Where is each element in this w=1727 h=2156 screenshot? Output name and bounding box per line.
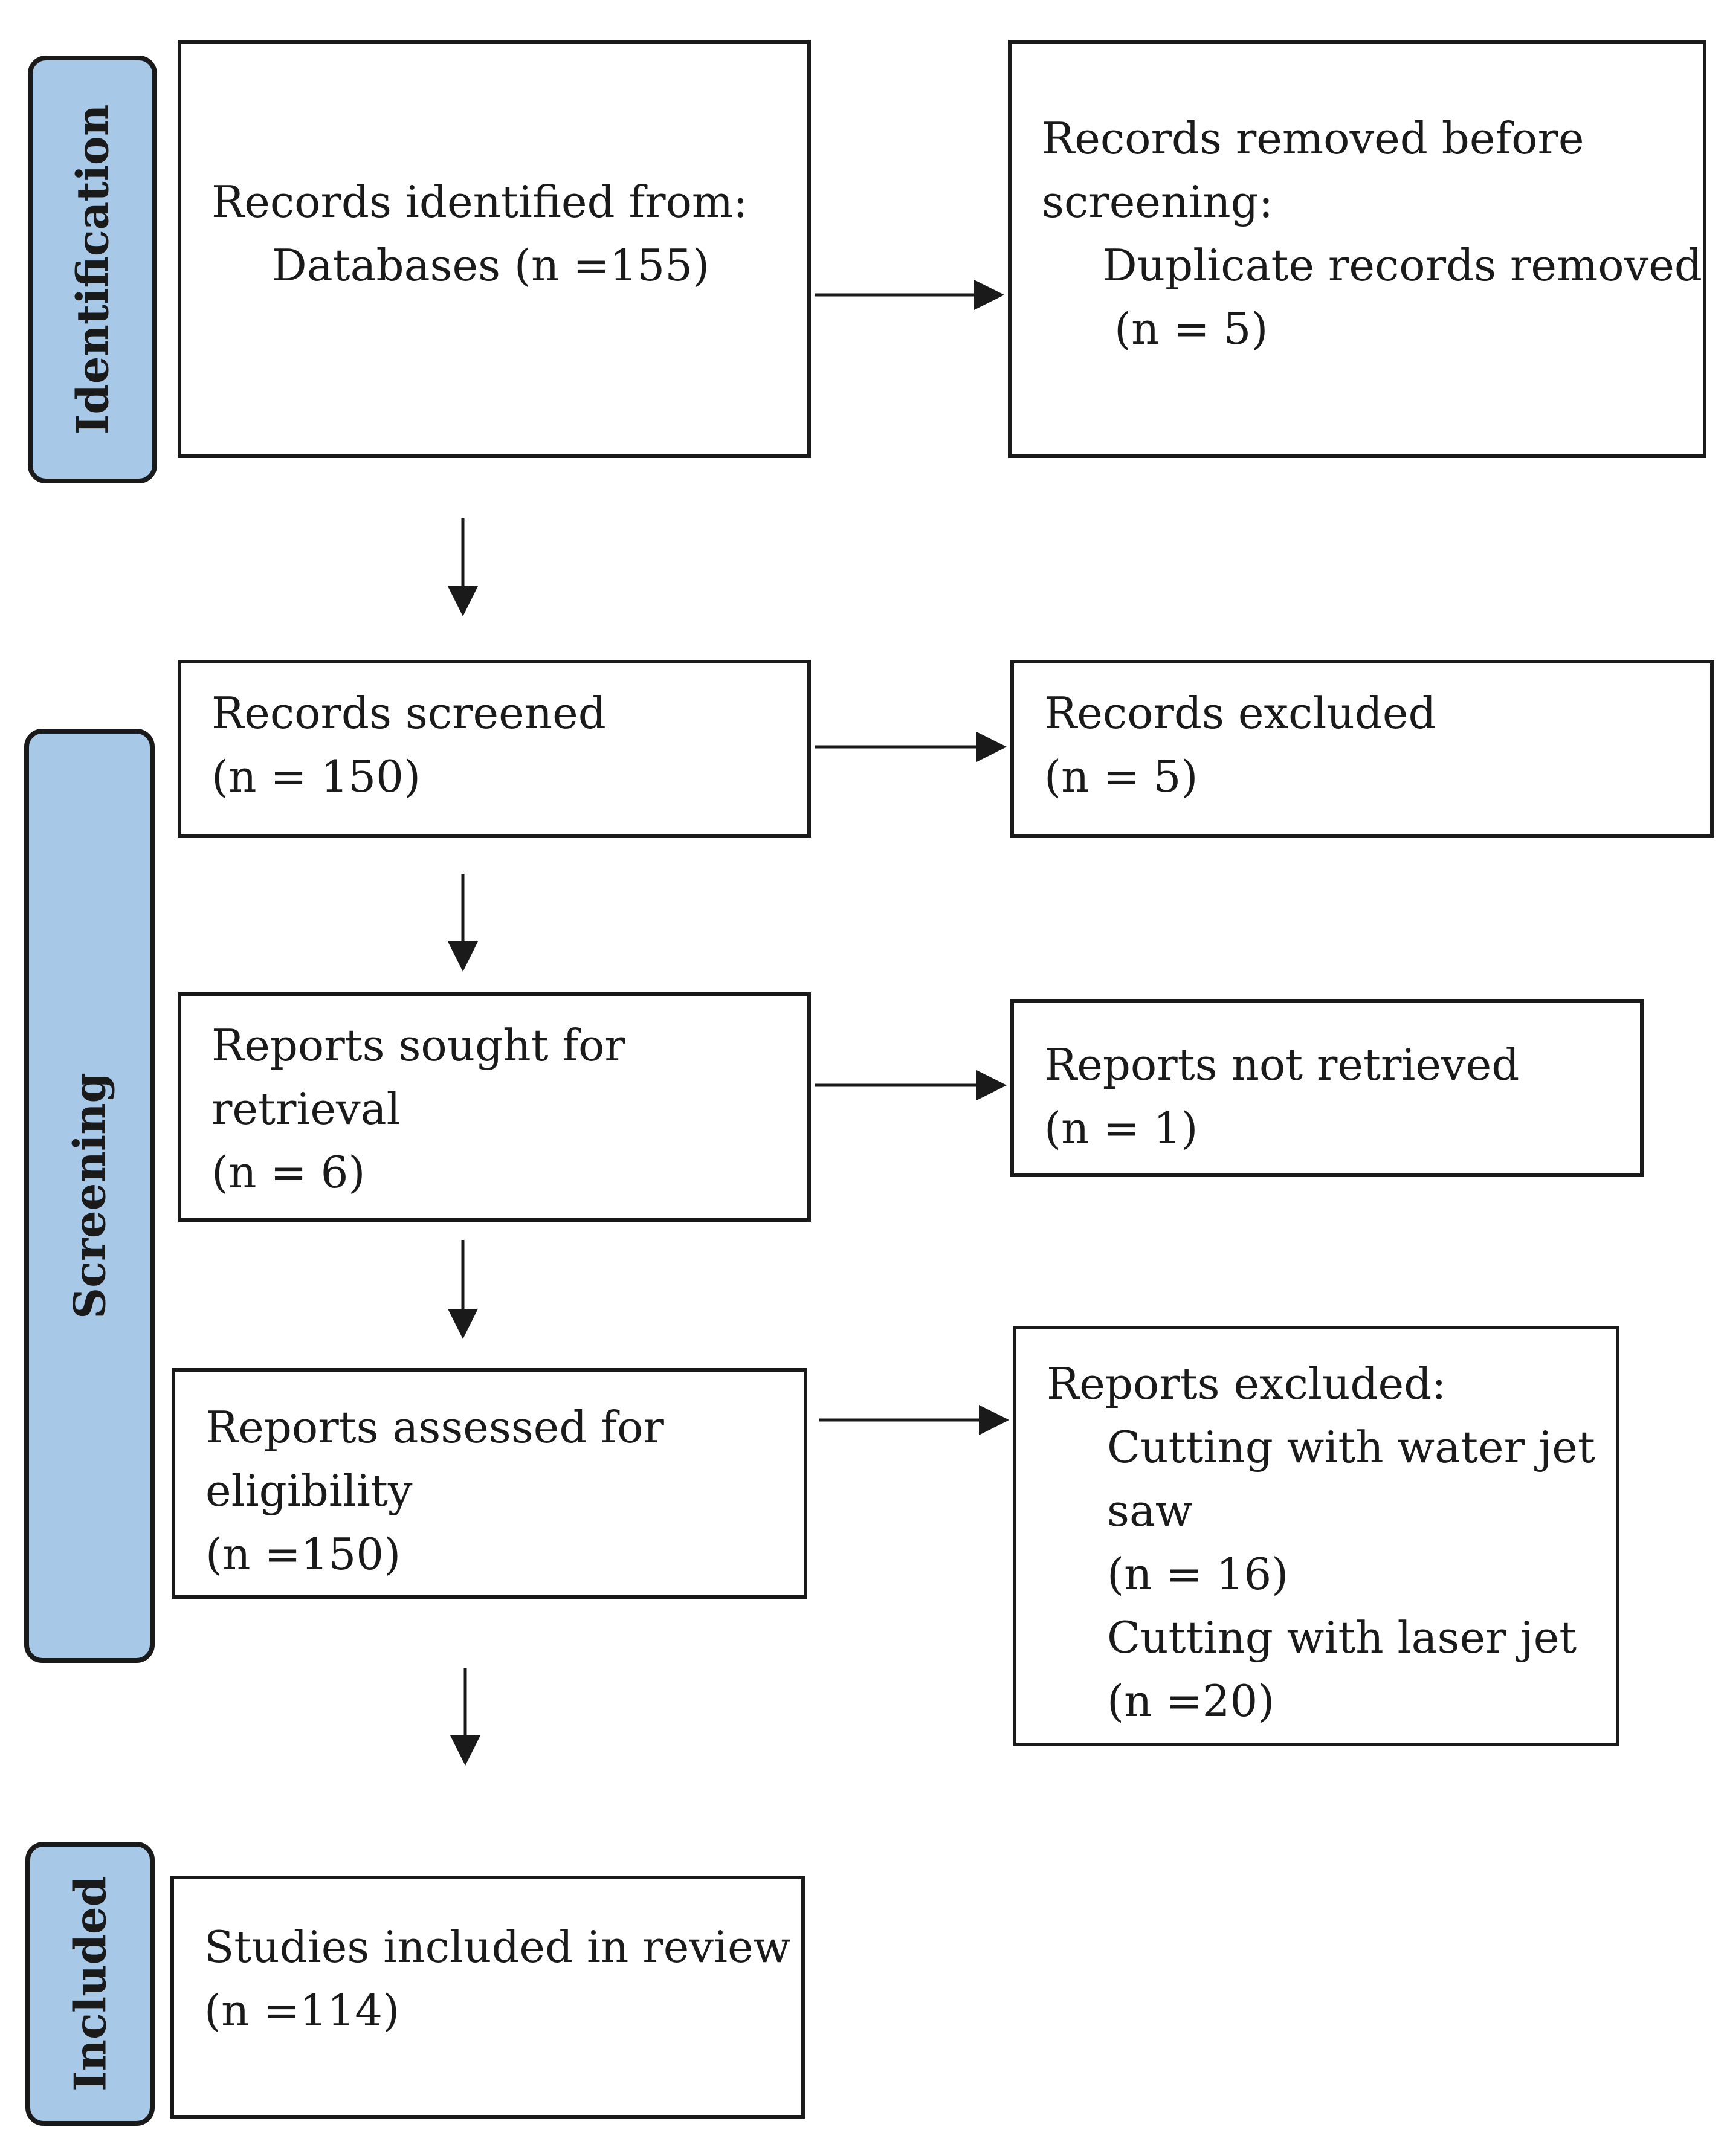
reports-assessed-title-line1: Reports assessed for	[205, 1402, 664, 1453]
reports-assessed-box: Reports assessed for eligibility (n =150…	[172, 1368, 807, 1599]
water-jet-reason-line2: saw	[1107, 1485, 1193, 1536]
phase-identification: Identification	[28, 56, 157, 483]
reports-not-retrieved-box: Reports not retrieved (n = 1)	[1010, 999, 1644, 1177]
reports-excluded-box: Reports excluded: Cutting with water jet…	[1013, 1326, 1619, 1746]
studies-included-title: Studies included in review	[204, 1922, 791, 1972]
reports-sought-count: (n = 6)	[211, 1147, 366, 1198]
studies-included-count: (n =114)	[204, 1985, 400, 2036]
reports-assessed-title-line2: eligibility	[205, 1465, 413, 1516]
records-identified-title: Records identified from:	[211, 176, 748, 227]
records-excluded-box: Records excluded (n = 5)	[1010, 660, 1714, 838]
reports-excluded-title: Reports excluded:	[1047, 1358, 1447, 1409]
records-identified-box: Records identified from: Databases (n =1…	[178, 40, 811, 458]
water-jet-count: (n = 16)	[1107, 1549, 1289, 1599]
phase-included: Included	[25, 1842, 155, 2126]
records-removed-title-line1: Records removed before	[1042, 113, 1584, 164]
reports-sought-title-line2: retrieval	[211, 1083, 401, 1134]
reports-assessed-count: (n =150)	[205, 1529, 401, 1580]
water-jet-reason-line1: Cutting with water jet	[1107, 1422, 1595, 1473]
records-screened-title: Records screened	[211, 688, 606, 738]
reports-sought-box: Reports sought for retrieval (n = 6)	[178, 992, 811, 1222]
duplicate-records-count: (n = 5)	[1114, 303, 1268, 354]
records-identified-databases: Databases (n =155)	[272, 240, 710, 291]
reports-not-retrieved-title: Reports not retrieved	[1044, 1039, 1520, 1090]
phase-screening: Screening	[24, 729, 155, 1663]
records-excluded-count: (n = 5)	[1044, 751, 1198, 802]
duplicate-records-label: Duplicate records removed	[1102, 240, 1702, 291]
reports-sought-title-line1: Reports sought for	[211, 1020, 625, 1071]
records-excluded-title: Records excluded	[1044, 688, 1436, 738]
records-removed-box: Records removed before screening: Duplic…	[1008, 40, 1706, 458]
records-screened-count: (n = 150)	[211, 751, 421, 802]
laser-jet-count: (n =20)	[1107, 1676, 1275, 1726]
reports-not-retrieved-count: (n = 1)	[1044, 1103, 1198, 1154]
studies-included-box: Studies included in review (n =114)	[170, 1876, 805, 2119]
records-screened-box: Records screened (n = 150)	[178, 660, 811, 838]
records-removed-title-line2: screening:	[1042, 176, 1274, 227]
laser-jet-reason: Cutting with laser jet	[1107, 1612, 1577, 1663]
